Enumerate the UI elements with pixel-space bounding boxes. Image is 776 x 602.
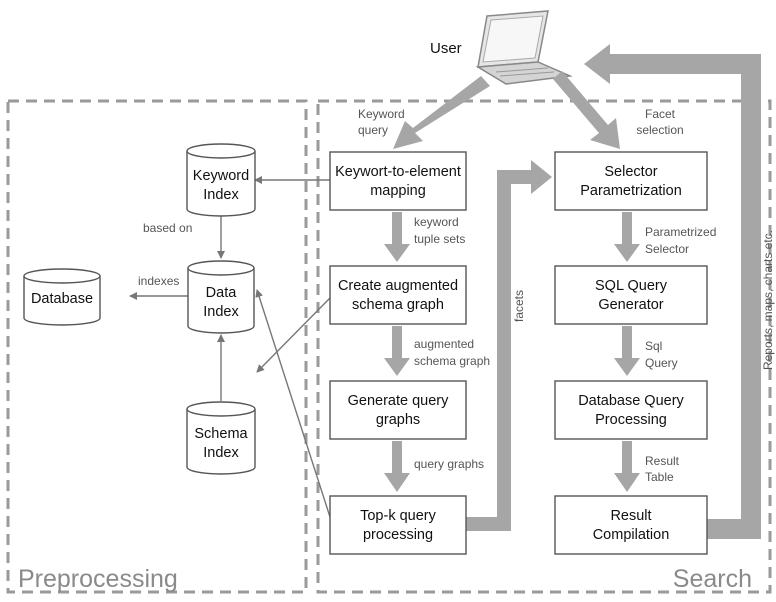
keyword-query-label-2: query	[358, 123, 388, 137]
facets-label: facets	[512, 290, 526, 322]
keyword-index-cylinder: Keyword Index	[186, 143, 256, 217]
schema-index-line2: Index	[203, 445, 239, 461]
arrow-user-to-mapping	[393, 76, 490, 149]
result-box: Result Compilation	[554, 495, 708, 555]
data-index-cylinder: Data Index	[187, 260, 255, 334]
schema-index-line1: Schema	[194, 426, 248, 442]
result-table-label-2: Table	[645, 470, 674, 484]
arrow-augment-to-generate	[384, 326, 410, 376]
aug-graph-label-2: schema graph	[414, 354, 490, 368]
arrow-sqlgen-to-dbproc	[614, 326, 640, 376]
result-table-label-1: Result	[645, 454, 680, 468]
mapping-line2: mapping	[370, 183, 426, 199]
augment-box: Create augmented schema graph	[329, 265, 467, 325]
reports-label: Reports, maps, charts etc.	[761, 230, 775, 370]
sqlgen-line2: Generator	[598, 297, 663, 313]
database-cylinder: Database	[23, 268, 101, 326]
aug-graph-label-1: augmented	[414, 337, 474, 351]
sqlgen-line1: SQL Query	[595, 278, 668, 294]
result-line2: Compilation	[593, 527, 670, 543]
dbproc-line1: Database Query	[578, 393, 684, 409]
preprocessing-title: Preprocessing	[18, 565, 178, 593]
generate-line1: Generate query	[348, 393, 450, 409]
search-region	[316, 99, 772, 594]
sqlgen-box: SQL Query Generator	[554, 265, 708, 325]
sql-query-label-1: Sql	[645, 339, 662, 353]
database-label: Database	[31, 291, 93, 307]
augment-line2: schema graph	[352, 297, 444, 313]
facet-selection-label-2: selection	[636, 123, 683, 137]
mapping-box: Keywort-to-element mapping	[329, 151, 467, 211]
facet-selection-label-1: Facet	[645, 107, 676, 121]
preprocessing-region	[6, 99, 308, 594]
dbproc-line2: Processing	[595, 412, 667, 428]
search-title: Search	[673, 565, 752, 593]
selector-line1: Selector	[604, 164, 657, 180]
param-selector-label-1: Parametrized	[645, 225, 716, 239]
arrow-facets	[466, 160, 552, 531]
param-selector-label-2: Selector	[645, 242, 689, 256]
dbproc-box: Database Query Processing	[554, 380, 708, 440]
generate-box: Generate query graphs	[329, 380, 467, 440]
result-line1: Result	[610, 508, 651, 524]
keyword-index-line1: Keyword	[193, 168, 249, 184]
arrow-generate-to-topk	[384, 441, 410, 492]
indexes-label: indexes	[138, 274, 179, 288]
arrow-mapping-to-augment	[384, 212, 410, 262]
data-index-line1: Data	[206, 285, 238, 301]
link-topk-to-data-index	[255, 289, 331, 518]
keyword-query-label-1: Keyword	[358, 107, 405, 121]
selector-box: Selector Parametrization	[554, 151, 708, 211]
tuple-sets-label-2: tuple sets	[414, 232, 465, 246]
based-on-label: based on	[143, 221, 192, 235]
query-graphs-label: query graphs	[414, 457, 484, 471]
mapping-line1: Keywort-to-element	[335, 164, 461, 180]
topk-line2: processing	[363, 527, 433, 543]
data-index-line2: Index	[203, 304, 239, 320]
tuple-sets-label-1: keyword	[414, 215, 459, 229]
laptop-icon	[475, 10, 573, 85]
generate-line2: graphs	[376, 412, 420, 428]
user-label: User	[430, 40, 462, 57]
keyword-index-line2: Index	[203, 187, 239, 203]
link-augment-to-schema-index	[256, 297, 331, 373]
arrow-reports	[584, 44, 761, 539]
sql-query-label-2: Query	[645, 356, 678, 370]
topk-line1: Top-k query	[360, 508, 437, 524]
arrow-user-to-selector	[553, 71, 620, 149]
arrow-dbproc-to-result	[614, 441, 640, 492]
schema-index-cylinder: Schema Index	[186, 401, 256, 475]
index-links	[129, 176, 331, 518]
flow-arrows	[384, 44, 761, 539]
selector-line2: Parametrization	[580, 183, 682, 199]
topk-box: Top-k query processing	[329, 495, 467, 555]
augment-line1: Create augmented	[338, 278, 458, 294]
arrow-selector-to-sqlgen	[614, 212, 640, 262]
